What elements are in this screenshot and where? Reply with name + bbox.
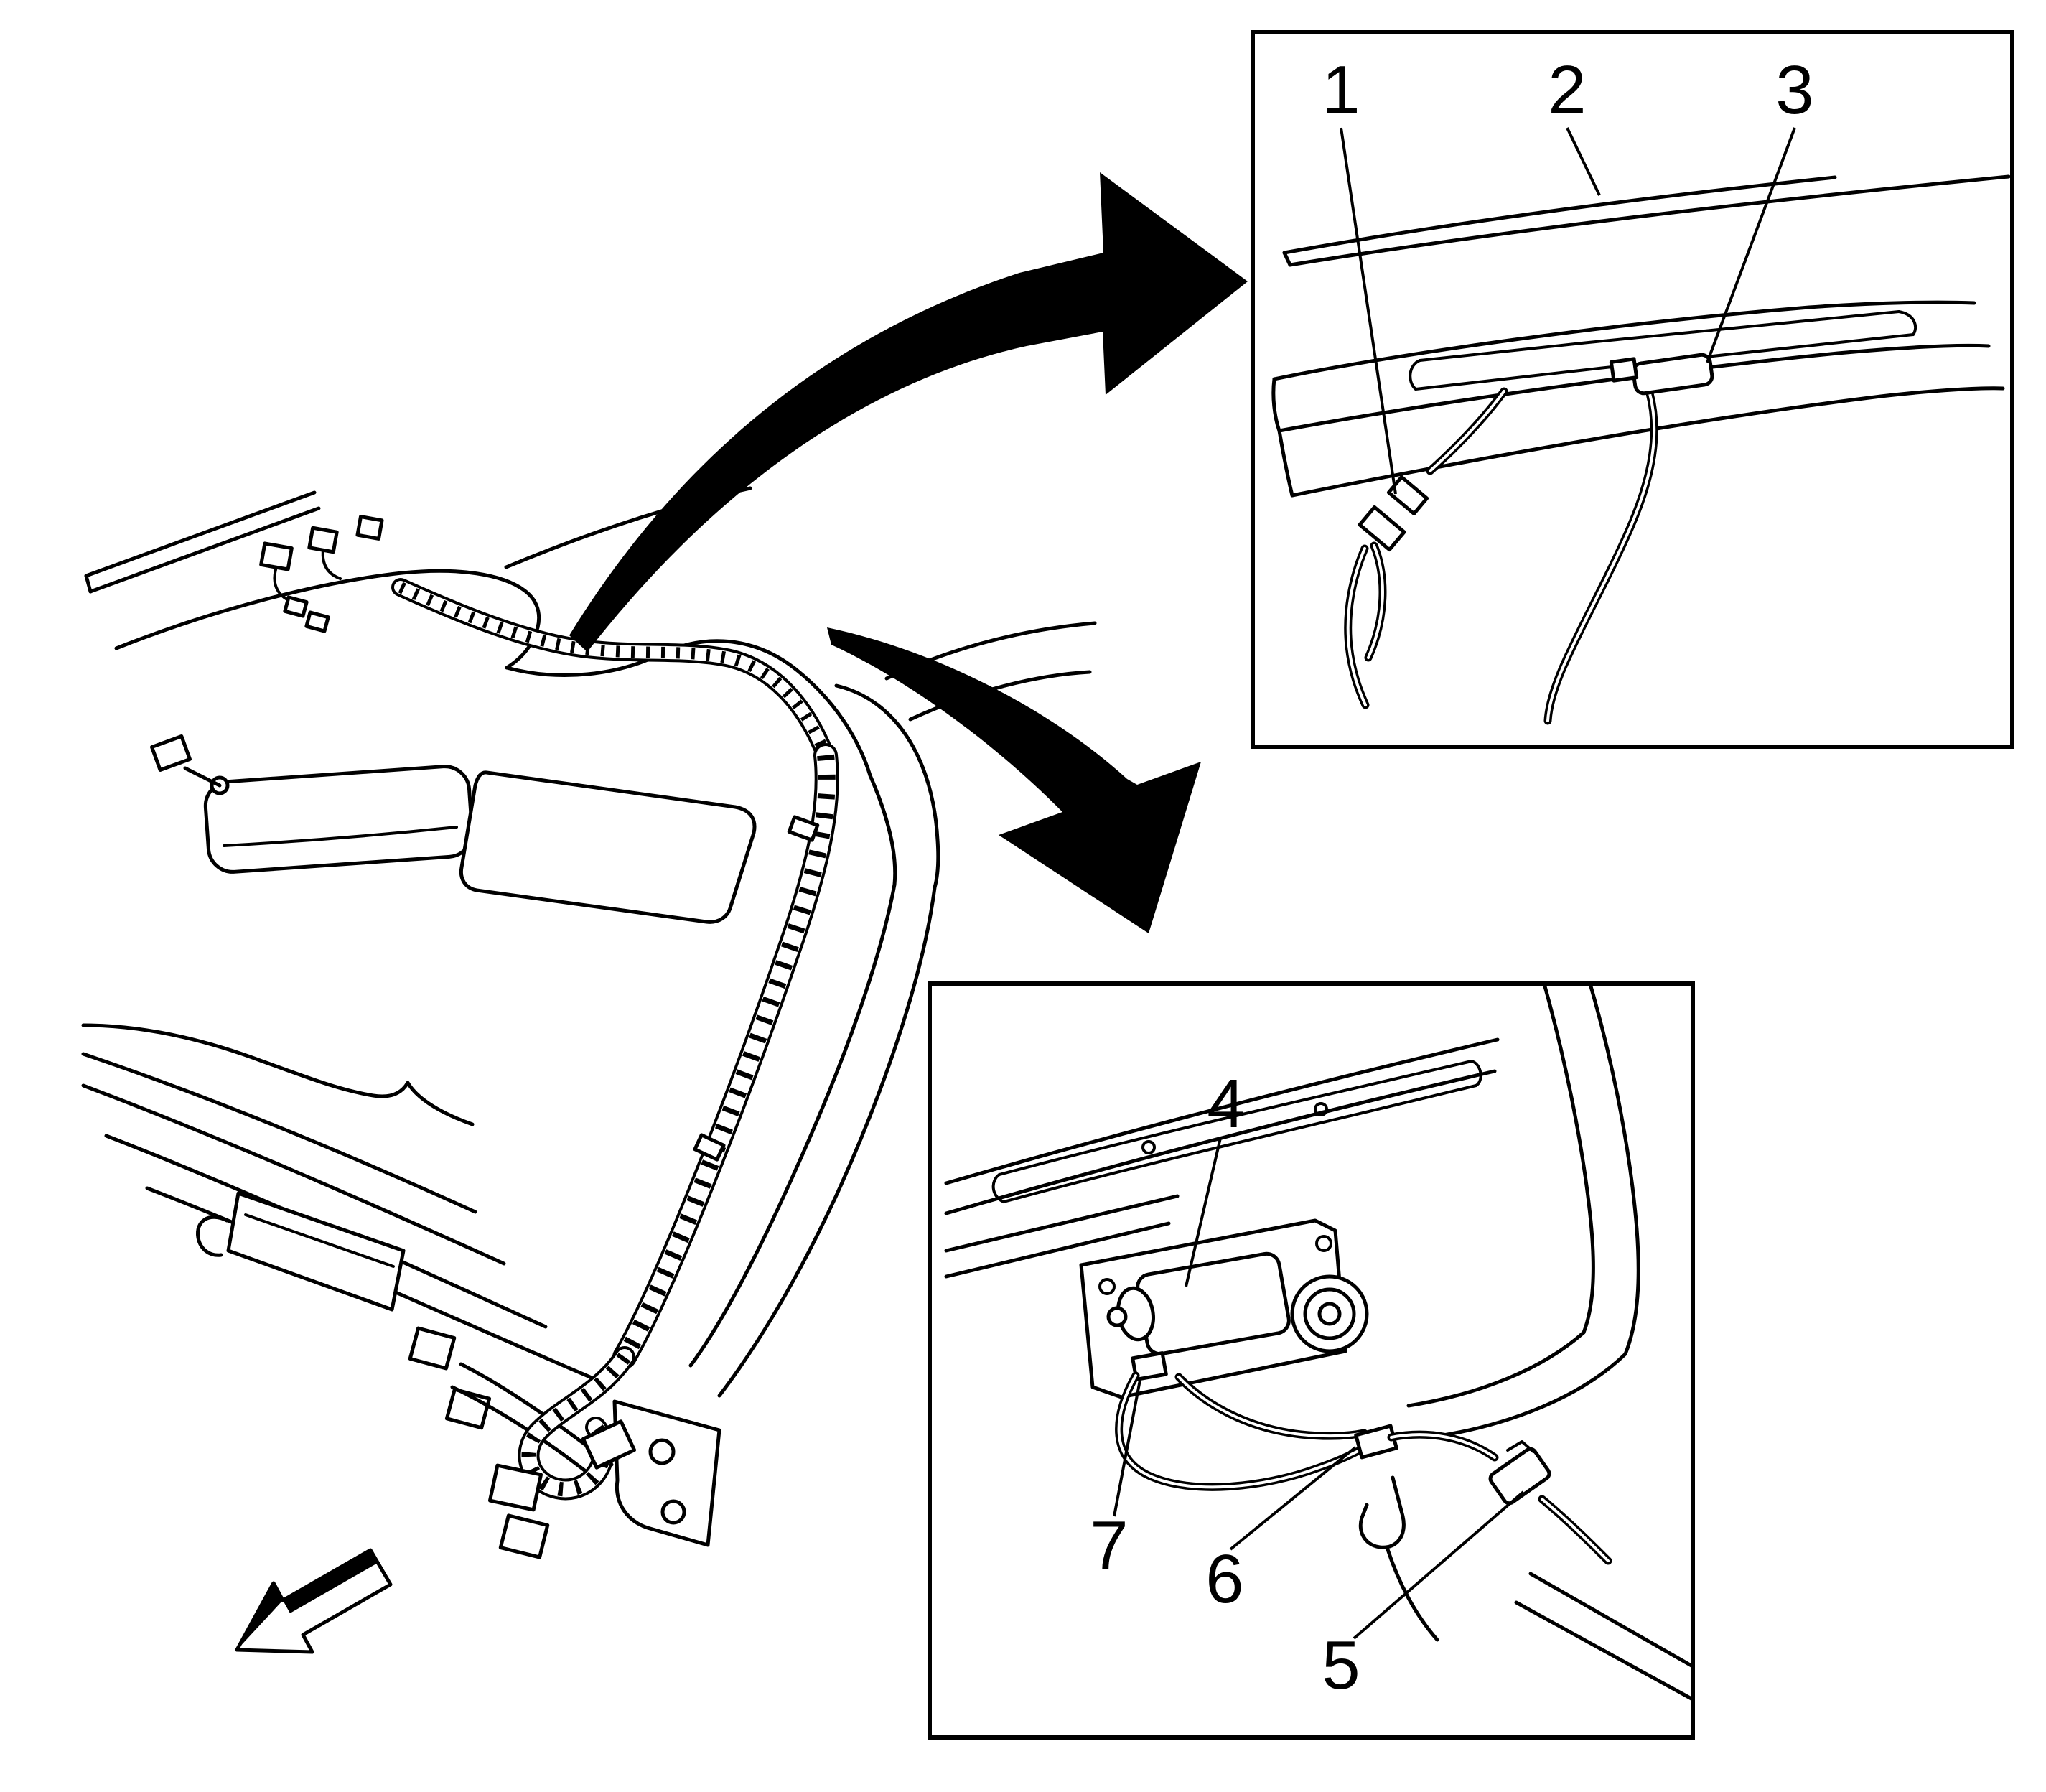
a-pillar-lines (688, 882, 937, 1398)
roof-wiring-harness (401, 587, 827, 1559)
inline-connector-lower (1358, 505, 1406, 552)
callout-4-label: 4 (1207, 1065, 1245, 1142)
callout-5-label: 5 (1322, 1627, 1360, 1704)
wire-retainer-connector (1609, 357, 1639, 383)
wiring-connector-5 (1488, 1447, 1551, 1506)
callout-1-leader (1340, 127, 1397, 495)
callout-3-leader (1706, 127, 1796, 363)
inset-top-border (1251, 30, 2014, 749)
arrow-to-bottom-inset-icon (827, 627, 1201, 933)
antenna-wiring (1348, 353, 1714, 721)
harness-clip (693, 1133, 726, 1162)
view-direction-arrow-icon (235, 1548, 393, 1654)
visor-mount (150, 734, 192, 772)
cowl-hook (196, 1215, 229, 1257)
sunroof-frame (1406, 984, 1694, 1701)
callout-7-label: 7 (1090, 1507, 1128, 1584)
motor-gear-housing (1290, 1274, 1369, 1353)
roof-molding-strip (1282, 174, 2011, 267)
connector-block (259, 541, 294, 571)
cowl-connector-a (408, 1326, 457, 1371)
callout-6-leader (1229, 1446, 1357, 1551)
harness-clip (304, 610, 330, 633)
headliner-edge (114, 569, 1097, 890)
motor-shaft-nub (1106, 1306, 1128, 1327)
wire-hook-bracket (1358, 1475, 1406, 1549)
connector-block (307, 526, 339, 554)
motor-wiring (1119, 1376, 1608, 1642)
callout-4-leader (1185, 1137, 1222, 1287)
cowl-bracket (226, 1191, 406, 1312)
harness-end-connector (498, 1513, 550, 1559)
visor-rod (183, 766, 222, 788)
header-connectors (259, 515, 384, 633)
callout-7-leader (1113, 1379, 1141, 1517)
inset-top: 1 2 3 (1251, 30, 2014, 749)
harness-end-connector (487, 1463, 543, 1512)
lower-bracket (612, 1399, 721, 1547)
harness-clip (283, 595, 309, 618)
sunroof-motor-assembly (1079, 1218, 1369, 1399)
overhead-console-panel (459, 770, 757, 924)
harness-end-connector (581, 1419, 637, 1470)
harness-clip (787, 815, 820, 842)
motor-connector (1131, 1351, 1168, 1381)
wire-retainer-clip (1631, 353, 1714, 396)
callout-6-label: 6 (1205, 1541, 1243, 1618)
inset-bottom-border (928, 981, 1695, 1740)
main-illustration (81, 486, 1097, 1654)
sun-visor (150, 734, 475, 874)
connector-block (355, 515, 384, 541)
cowl-windshield (81, 1023, 721, 1547)
callout-3-label: 3 (1775, 52, 1813, 129)
roof-edge-trim (944, 1037, 1500, 1279)
arrow-to-top-inset-icon (569, 172, 1248, 652)
callout-5-leader (1353, 1490, 1525, 1640)
inset-bottom: 4 5 6 7 (928, 981, 1695, 1740)
callout-2-leader (1566, 127, 1601, 196)
callout-2-label: 2 (1548, 52, 1586, 129)
callout-1-label: 1 (1322, 52, 1360, 129)
